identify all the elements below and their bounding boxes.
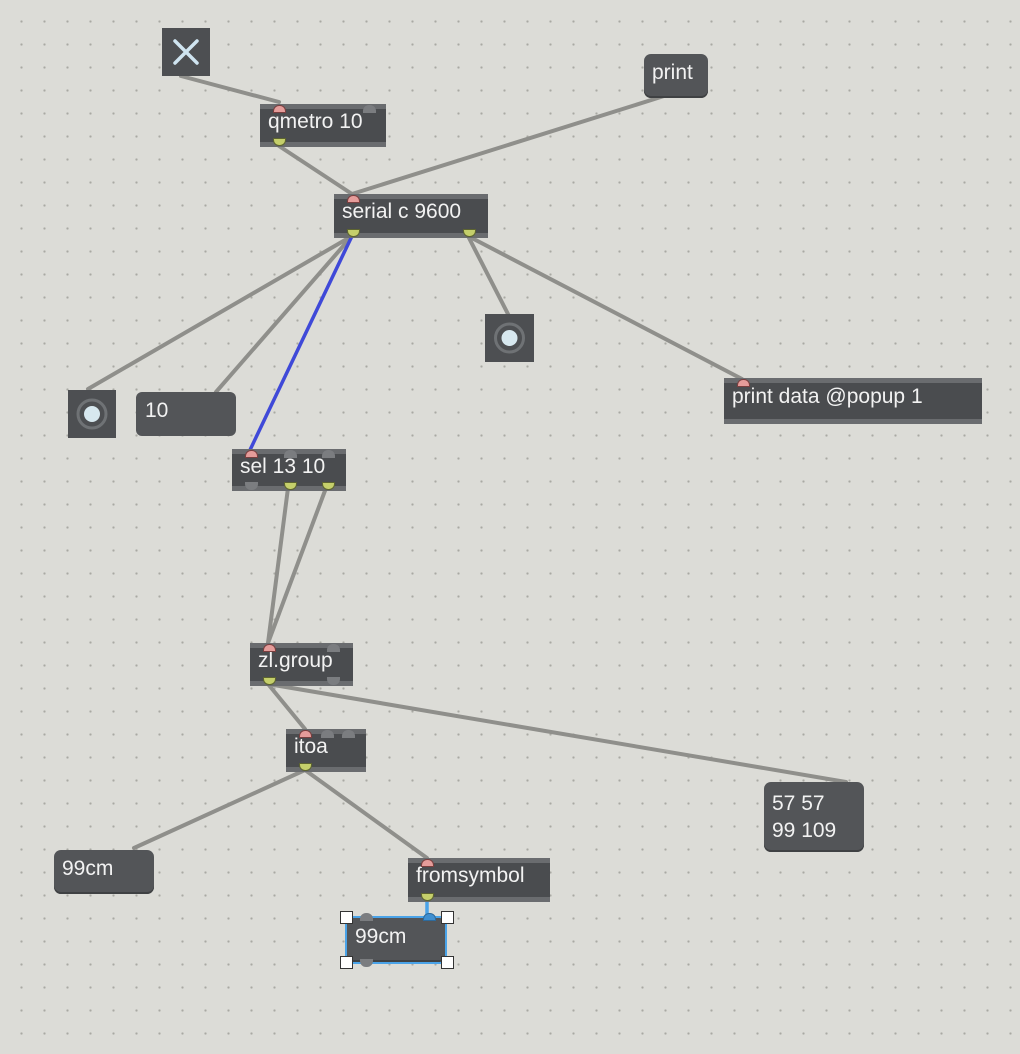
print-message[interactable]: print [644, 54, 708, 98]
zlgroup-outlet[interactable] [263, 677, 276, 685]
cord-itoa-msg99cm [132, 768, 307, 850]
cord-print-serial [350, 94, 666, 196]
cord-serial-button-right [466, 234, 511, 318]
list-message-line1: 57 57 [772, 792, 825, 815]
qmetro-label: qmetro 10 [268, 110, 363, 133]
fromsymbol-label: fromsymbol [416, 864, 525, 887]
cord-qmetro-serial [277, 144, 354, 196]
cord-toggle-qmetro [179, 74, 281, 104]
sel-object[interactable]: sel 13 10 [232, 449, 346, 491]
zlgroup-inlet-right[interactable] [327, 644, 340, 652]
number-box-value: 10 [145, 399, 169, 422]
print-data-object[interactable]: print data @popup 1 [724, 378, 982, 424]
cord-serial-button-left [86, 234, 354, 391]
cord-serial-number [214, 234, 354, 394]
sel-inlet-2[interactable] [284, 450, 297, 458]
zlgroup-object[interactable]: zl.group [250, 643, 353, 686]
itoa-inlet-3[interactable] [342, 730, 355, 738]
message-99cm-selected-outlet[interactable] [360, 959, 373, 967]
x-icon [173, 39, 199, 65]
zlgroup-label: zl.group [258, 649, 333, 672]
zlgroup-outlet-right[interactable] [327, 677, 340, 685]
print-data-inlet[interactable] [737, 379, 750, 387]
print-data-label: print data @popup 1 [732, 385, 923, 408]
number-box[interactable]: 10 [136, 392, 236, 436]
sel-outlet-3[interactable] [322, 482, 335, 490]
sel-outlet-1[interactable] [245, 482, 258, 490]
itoa-label: itoa [294, 735, 328, 758]
serial-outlet-left[interactable] [347, 229, 360, 237]
message-99cm[interactable]: 99cm [54, 850, 154, 894]
qmetro-outlet[interactable] [273, 138, 286, 146]
selection-handle-bottom-left[interactable] [340, 956, 353, 969]
itoa-inlet[interactable] [299, 730, 312, 738]
sel-inlet-3[interactable] [322, 450, 335, 458]
itoa-inlet-2[interactable] [321, 730, 334, 738]
cord-sel-zlgroup-b [266, 486, 328, 645]
sel-outlet-2[interactable] [284, 482, 297, 490]
cord-sel-zlgroup-a [266, 486, 290, 645]
sel-inlet[interactable] [245, 450, 258, 458]
cord-itoa-fromsymbol [303, 768, 429, 860]
cord-serial-sel-selected [248, 234, 354, 452]
bang-button-right[interactable] [485, 314, 534, 362]
fromsymbol-outlet[interactable] [421, 893, 434, 901]
message-99cm-selected-label: 99cm [355, 925, 407, 948]
message-99cm-label: 99cm [62, 857, 114, 880]
message-99cm-selected-inlet-right[interactable] [423, 913, 436, 921]
list-message-line2: 99 109 [772, 819, 837, 842]
fromsymbol-inlet[interactable] [421, 859, 434, 867]
bang-button-left[interactable] [68, 390, 116, 438]
list-message[interactable]: 57 57 99 109 [764, 782, 864, 852]
cord-zlgroup-itoa [266, 682, 307, 731]
selection-handle-bottom-right[interactable] [441, 956, 454, 969]
serial-label: serial c 9600 [342, 200, 462, 223]
serial-inlet[interactable] [347, 195, 360, 203]
bang-icon [494, 322, 525, 354]
print-message-label: print [652, 61, 693, 84]
message-99cm-selected-inlet[interactable] [360, 913, 373, 921]
serial-object[interactable]: serial c 9600 [334, 194, 488, 238]
itoa-outlet[interactable] [299, 763, 312, 771]
qmetro-inlet[interactable] [273, 105, 286, 113]
itoa-object[interactable]: itoa [286, 729, 366, 772]
qmetro-inlet-right[interactable] [363, 105, 376, 113]
message-99cm-selected[interactable]: 99cm [345, 913, 447, 967]
qmetro-object[interactable]: qmetro 10 [260, 104, 386, 147]
selection-handle-top-right[interactable] [441, 911, 454, 924]
sel-label: sel 13 10 [240, 455, 326, 478]
fromsymbol-object[interactable]: fromsymbol [408, 858, 550, 902]
bang-icon [76, 398, 108, 430]
zlgroup-inlet[interactable] [263, 644, 276, 652]
toggle[interactable] [162, 28, 210, 76]
serial-outlet-right[interactable] [463, 229, 476, 237]
selection-handle-top-left[interactable] [340, 911, 353, 924]
